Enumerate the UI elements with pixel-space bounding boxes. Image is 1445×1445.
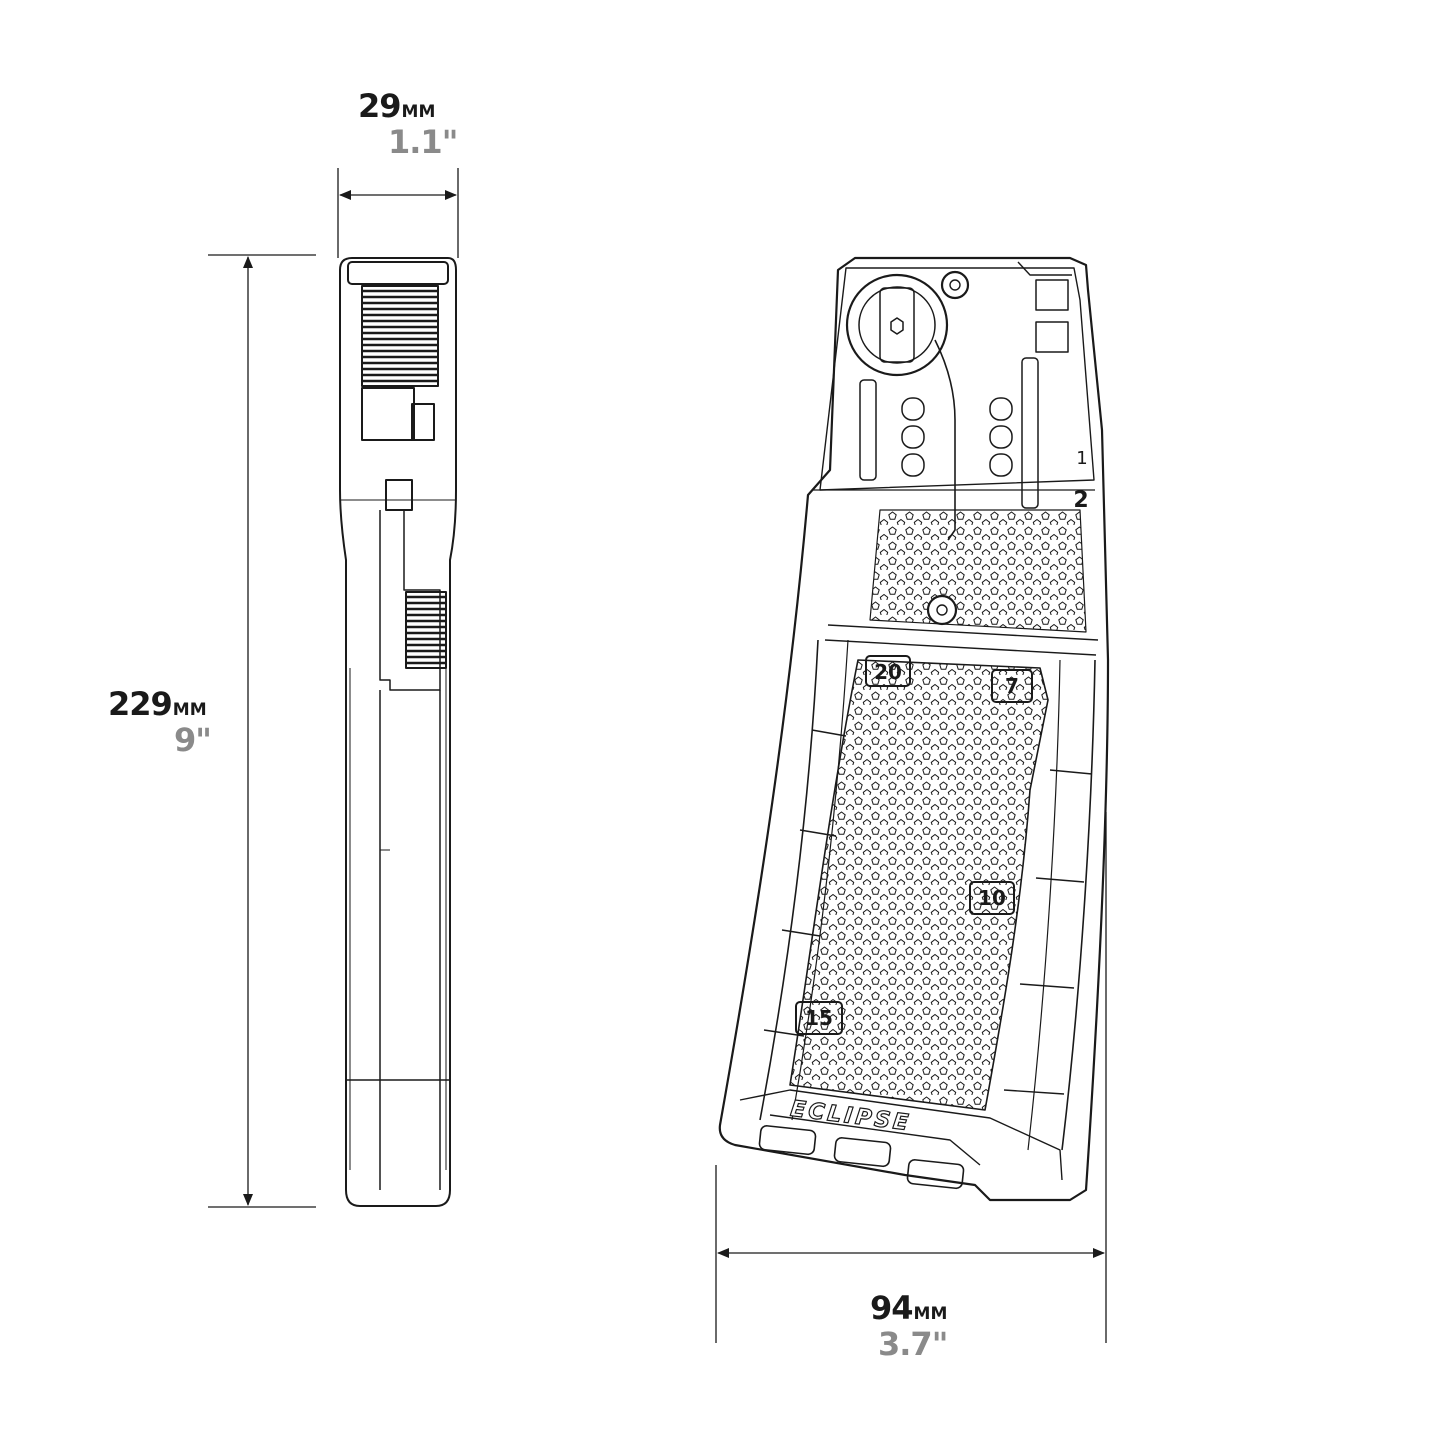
height-unit: MM — [172, 700, 207, 720]
round-mark-box-15 — [795, 1001, 843, 1035]
side-outline — [339, 257, 457, 1207]
width-front-inches: 3.7" — [878, 1325, 948, 1363]
width-side-mm: 29 — [358, 87, 402, 125]
texture-lower — [789, 659, 1049, 1111]
round-mark-10: 10 — [978, 886, 1006, 910]
side-follower-top — [347, 261, 449, 285]
width-front-mm: 94 — [870, 1289, 914, 1327]
round-mark-box-7 — [991, 669, 1033, 703]
height-inches: 9" — [174, 721, 212, 759]
side-number-2: 2 — [1073, 488, 1089, 513]
screw-center — [926, 594, 958, 626]
round-mark-box-10 — [969, 881, 1015, 915]
texture-upper — [869, 509, 1087, 633]
front-outline — [718, 256, 1110, 1202]
side-grip-ribs — [361, 285, 439, 387]
height-mm: 229 — [108, 685, 173, 723]
dimension-lines — [208, 168, 1107, 1343]
round-mark-15: 15 — [805, 1006, 833, 1030]
side-lower-ribs — [405, 591, 447, 669]
round-mark-7: 7 — [1005, 674, 1019, 698]
round-mark-box-20 — [865, 655, 911, 687]
dial — [845, 273, 949, 377]
round-mark-20: 20 — [874, 660, 902, 684]
width-front-label: 94MM 3.7" — [870, 1289, 948, 1363]
side-number-1: 1 — [1076, 448, 1088, 469]
magazine-front-view — [718, 256, 1110, 1202]
screw-top — [940, 270, 970, 300]
height-label: 229MM 9" — [108, 685, 212, 759]
width-side-unit: MM — [401, 102, 436, 122]
base-tab-middle — [833, 1137, 892, 1168]
width-front-unit: MM — [913, 1304, 948, 1324]
width-side-label: 29MM 1.1" — [358, 87, 458, 161]
base-tab-left — [758, 1125, 817, 1156]
base-tab-right — [906, 1159, 965, 1190]
magazine-side-view — [339, 257, 457, 1207]
side-latch — [361, 387, 415, 441]
width-side-inches: 1.1" — [388, 123, 458, 161]
